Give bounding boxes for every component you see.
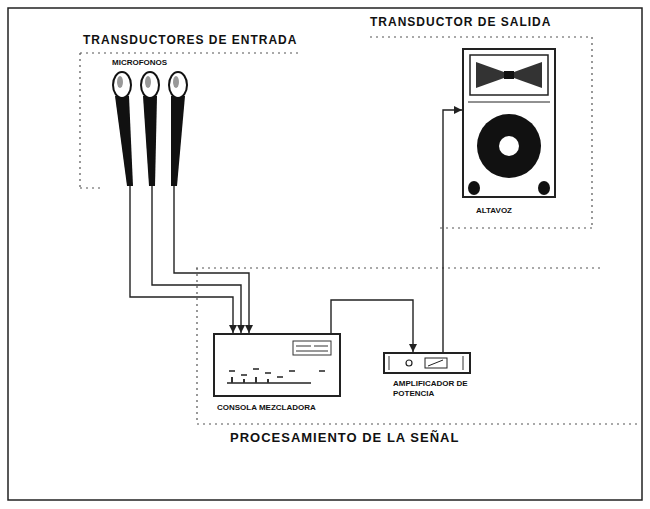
- heading-label: TRANSDUCTORES DE ENTRADA: [83, 33, 297, 47]
- power-amplifier: AMPLIFICADOR DE POTENCIA: [383, 352, 475, 406]
- mixer-drawing: [215, 335, 339, 395]
- node-label: AMPLIFICADOR DE POTENCIA: [393, 379, 473, 398]
- node-label: CONSOLA MEZCLADORA: [217, 403, 343, 413]
- region-outlines: [80, 37, 640, 424]
- signal-wire: [331, 300, 413, 352]
- microphone: [113, 72, 133, 186]
- speaker-drawing: [464, 50, 554, 196]
- speaker-box-outline: [462, 48, 556, 198]
- microphones: MICROFONOS: [100, 58, 200, 186]
- mixer-console-outline: [213, 333, 341, 397]
- power-amplifier-outline: [383, 352, 471, 374]
- mixer-console: CONSOLA MEZCLADORA: [213, 333, 343, 419]
- signal-wire: [174, 186, 249, 333]
- node-label: ALTAVOZ: [476, 206, 556, 216]
- outer-frame: [8, 8, 642, 500]
- microphone-group: [100, 58, 200, 186]
- microphone: [141, 72, 159, 186]
- heading-label: PROCESAMIENTO DE LA SEÑAL: [230, 430, 459, 445]
- node-label: MICROFONOS: [112, 58, 198, 68]
- signal-wire: [152, 186, 241, 333]
- microphone: [169, 72, 187, 186]
- amplifier-drawing: [385, 354, 469, 372]
- signal-wire: [443, 110, 462, 352]
- signal-wire: [130, 186, 233, 333]
- heading-label: TRANSDUCTOR DE SALIDA: [370, 15, 551, 29]
- speaker-box: ALTAVOZ: [462, 48, 558, 220]
